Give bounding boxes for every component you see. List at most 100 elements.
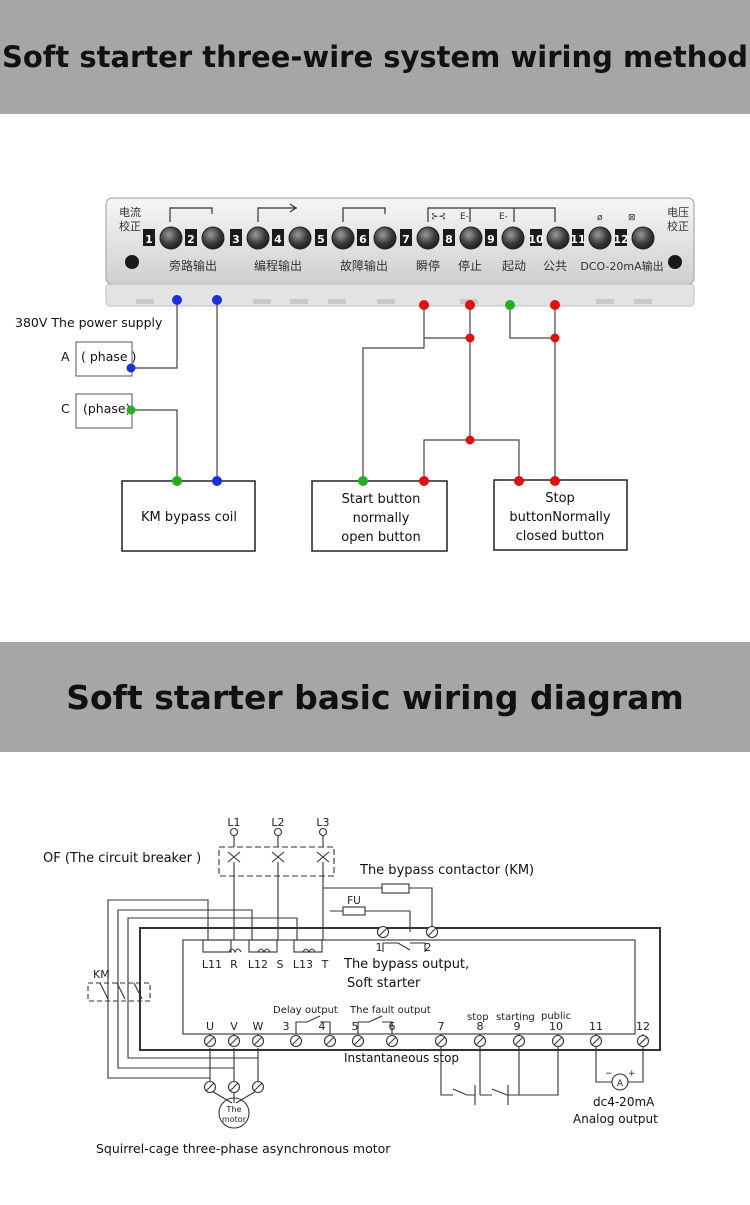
bypass-contactor-label: The bypass contactor (KM) xyxy=(359,863,534,878)
bottom-terminal-label: 6 xyxy=(389,1020,396,1033)
svg-text:E-: E- xyxy=(499,212,508,222)
panel-terminal-screw[interactable] xyxy=(201,226,225,250)
fault-output-label-cn: 故障输出 xyxy=(340,258,388,273)
circuit-breaker-box xyxy=(218,846,335,877)
svg-text:⊠: ⊠ xyxy=(628,213,636,223)
panel-terminal-screw[interactable] xyxy=(288,226,312,250)
header-title-bottom: Soft starter basic wiring diagram xyxy=(66,677,684,717)
terminal-screw xyxy=(551,1034,565,1048)
panel-terminal-number: 1 xyxy=(145,233,153,246)
panel-terminal-number: 11 xyxy=(570,233,585,246)
panel-terminal-number-box xyxy=(485,229,497,246)
bottom-terminal-label: 9 xyxy=(514,1020,521,1033)
panel-terminal-number-box xyxy=(357,229,369,246)
panel-terminal-number-box xyxy=(615,229,627,246)
bypass-output-label: The bypass output, xyxy=(343,957,469,972)
bypass-term-1: 1 xyxy=(376,941,383,954)
bottom-terminal-label: W xyxy=(253,1020,264,1033)
delay-output-label: Delay output xyxy=(273,1005,338,1016)
panel-terminal-screw[interactable] xyxy=(373,226,397,250)
terminal-screw xyxy=(251,1034,265,1048)
current-calibration-knob[interactable] xyxy=(125,255,139,269)
input-term-s: S xyxy=(277,958,284,971)
km-bypass-coil-label: KM bypass coil xyxy=(141,510,237,525)
panel-terminal-number: 8 xyxy=(445,233,453,246)
panel-terminal-number-box xyxy=(185,229,197,246)
bottom-terminal-label: U xyxy=(206,1020,214,1033)
input-term-l11: L11 xyxy=(202,958,222,971)
three-wire-wiring xyxy=(131,300,556,481)
bottom-terminal-label: 12 xyxy=(636,1020,650,1033)
panel-terminal-number-box xyxy=(400,229,412,246)
bypass-output-label-cn: 旁路输出 xyxy=(169,258,217,273)
svg-text:ø: ø xyxy=(597,213,603,223)
start-button-box xyxy=(311,480,448,552)
motor-label-2: motor xyxy=(222,1115,247,1124)
input-term-t: T xyxy=(321,958,329,971)
terminal-screw xyxy=(636,1034,650,1048)
panel-terminal-number: 6 xyxy=(359,233,367,246)
panel-terminal-screw[interactable] xyxy=(546,226,570,250)
terminal-screw xyxy=(385,1034,399,1048)
panel-terminal-number: 5 xyxy=(317,233,325,246)
voltage-calibration-label: 电压 xyxy=(667,206,689,219)
km-bypass-coil-box xyxy=(121,480,256,552)
panel-terminal-screw[interactable] xyxy=(246,226,270,250)
panel-terminal-number-box xyxy=(143,229,155,246)
start-button-label-1: Start button xyxy=(342,492,421,507)
panel-terminal-screw[interactable] xyxy=(501,226,525,250)
bottom-terminal-label: 8 xyxy=(477,1020,484,1033)
voltage-calibration-knob[interactable] xyxy=(668,255,682,269)
panel-terminal-number-box xyxy=(230,229,242,246)
panel-terminal-number: 3 xyxy=(232,233,240,246)
panel-terminal-screw[interactable] xyxy=(459,226,483,250)
line-l1-label: L1 xyxy=(227,816,240,829)
fault-output-label: The fault output xyxy=(349,1005,431,1016)
terminal-screw xyxy=(323,1034,337,1048)
panel-terminal-number: 9 xyxy=(487,233,495,246)
panel-terminal-screw[interactable] xyxy=(631,226,655,250)
current-calibration-label: 电流 xyxy=(119,205,141,219)
panel-terminal-number-box xyxy=(272,229,284,246)
line-l3-label: L3 xyxy=(316,816,329,829)
start-button-label-2: normally xyxy=(353,511,410,526)
input-term-r: R xyxy=(230,958,238,971)
panel-terminal-screw[interactable] xyxy=(416,226,440,250)
panel-terminal-number-box xyxy=(530,229,542,246)
common-label-cn: 公共 xyxy=(543,259,567,273)
phase-c-label: (phase) xyxy=(83,401,130,416)
start-button-label-3: open button xyxy=(341,530,420,545)
power-supply-label: 380V The power supply xyxy=(15,315,163,330)
analog-output-label-cn: DCO-20mA输出 xyxy=(580,259,663,273)
panel-terminal-number: 4 xyxy=(274,233,282,246)
panel-terminal-number: 10 xyxy=(528,233,544,246)
motor-label-1: The xyxy=(226,1105,242,1114)
instant-stop-label-cn: 瞬停 xyxy=(416,258,440,273)
start-label-cn: 起动 xyxy=(502,259,526,273)
bottom-terminal-label: 5 xyxy=(352,1020,359,1033)
connection-dots xyxy=(126,295,560,486)
line-l2-label: L2 xyxy=(271,816,284,829)
phase-c-box xyxy=(75,393,133,429)
terminal-screw xyxy=(589,1034,603,1048)
terminal-screw xyxy=(425,925,439,939)
bottom-terminal-label: 10 xyxy=(549,1020,563,1033)
fuse-label: FU xyxy=(347,895,361,907)
fuse xyxy=(342,906,366,916)
basic-wiring-diagram: L1 L2 L3 OF (The circuit breaker ) The b… xyxy=(43,816,661,1156)
panel-terminal-number-box xyxy=(572,229,584,246)
terminal-screw xyxy=(203,1034,217,1048)
soft-starter-outer-frame xyxy=(139,927,661,1051)
svg-text:⊱⊰: ⊱⊰ xyxy=(431,212,446,222)
panel-terminal-screw[interactable] xyxy=(331,226,355,250)
panel-terminal-number: 2 xyxy=(187,233,195,246)
bottom-terminal-label: 7 xyxy=(438,1020,445,1033)
terminal-screw xyxy=(227,1034,241,1048)
bypass-contactor-coil xyxy=(381,883,410,894)
terminal-screw xyxy=(512,1034,526,1048)
svg-text:−: − xyxy=(605,1069,613,1079)
phase-c-letter: C xyxy=(61,401,70,416)
terminal-screw xyxy=(351,1034,365,1048)
panel-terminal-screw[interactable] xyxy=(588,226,612,250)
panel-terminal-screw[interactable] xyxy=(159,226,183,250)
